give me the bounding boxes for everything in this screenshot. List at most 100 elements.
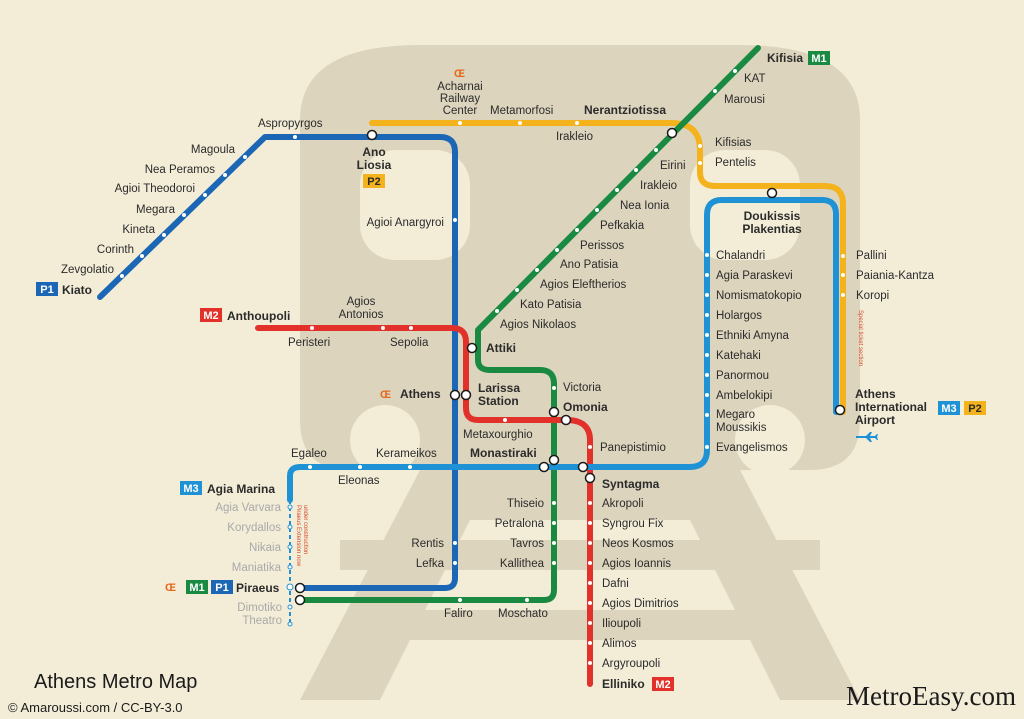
dot-acharnai [458, 121, 462, 125]
station-neos-kosmos: Neos Kosmos [602, 538, 674, 550]
station-irakleio-m1: Irakleio [640, 180, 677, 192]
dot-pentelis [698, 161, 702, 165]
dot-ano-patisia [555, 248, 559, 252]
dot-kerameikos [408, 465, 412, 469]
station-argyroupoli: Argyroupoli [602, 658, 660, 670]
station-thiseio: Thiseio [507, 498, 544, 510]
dot-ambelokipi [705, 393, 709, 397]
station-irakleio-p2: Irakleio [556, 131, 593, 143]
dot-marousi [713, 89, 717, 93]
dot-irakleio-p2 [575, 121, 579, 125]
dot-eleonas [358, 465, 362, 469]
badge-p1-kiato-label: P1 [40, 284, 53, 296]
map-credit: © Amaroussi.com / CC-BY-3.0 [8, 700, 183, 715]
station-omonia: Omonia [563, 400, 608, 414]
station-agios-eleftherios: Agios Eleftherios [540, 279, 627, 291]
station-acharnai-2: Railway [440, 93, 481, 105]
badge-m3-agia-marina-label: M3 [183, 483, 198, 495]
station-pallini: Pallini [856, 250, 887, 262]
badge-m3-airport-label: M3 [941, 403, 956, 415]
badge-m3-airport [938, 401, 960, 415]
station-kallithea: Kallithea [500, 558, 545, 570]
station-paiania-kantza: Paiania-Kantza [856, 270, 935, 282]
station-chalandri: Chalandri [716, 250, 765, 262]
dot-lefka [453, 561, 457, 565]
dot-kato-patisia [515, 288, 519, 292]
station-acharnai-3: Center [443, 105, 478, 117]
interchange-piraeus-m1 [294, 594, 306, 606]
interchange-ano-liosia [366, 129, 378, 141]
station-tavros: Tavros [510, 538, 544, 550]
badge-m2-elliniko-label: M2 [655, 679, 670, 691]
dot-zevgolatio [120, 274, 124, 278]
interchange-omonia [548, 406, 560, 418]
interchange-larissa [460, 389, 472, 401]
rail-icon-acharnai: Œ [454, 68, 465, 80]
station-kato-patisia: Kato Patisia [520, 299, 582, 311]
station-agia-varvara: Agia Varvara [215, 502, 281, 514]
station-acharnai-1: Acharnai [437, 81, 482, 93]
extension-dots [286, 504, 294, 627]
badge-p2-airport-label: P2 [968, 403, 981, 415]
station-sepolia: Sepolia [390, 337, 429, 349]
station-panormou: Panormou [716, 370, 769, 382]
station-monastiraki: Monastiraki [470, 446, 537, 460]
dot-agios-ioannis [588, 561, 592, 565]
station-ano-liosia-2: Liosia [357, 158, 392, 172]
interchange-syntagma [577, 461, 589, 473]
station-lefka: Lefka [416, 558, 445, 570]
dot-kallithea [552, 561, 556, 565]
station-megara: Megara [136, 204, 176, 216]
dot-chalandri [705, 253, 709, 257]
interchange-attiki [466, 342, 478, 354]
background-train-windows [350, 150, 805, 475]
station-metaxourghio: Metaxourghio [463, 429, 533, 441]
station-marousi: Marousi [724, 94, 765, 106]
terminal-elliniko: Elliniko [602, 677, 645, 691]
terminal-anthoupoli: Anthoupoli [227, 309, 290, 323]
station-doukissis-2: Plakentias [742, 222, 802, 236]
station-dimotiko-2: Theatro [242, 615, 282, 627]
dot-kifisias [698, 144, 702, 148]
badge-m2-anthoupoli-label: M2 [203, 310, 218, 322]
station-dafni: Dafni [602, 578, 629, 590]
special-ticket-note: Special ticket section [857, 310, 863, 366]
dot-dafni [588, 581, 592, 585]
station-kifisias: Kifisias [715, 137, 752, 149]
station-maniatika: Maniatika [232, 562, 282, 574]
map-title: Athens Metro Map [34, 671, 197, 693]
badge-m1-kifisia [808, 51, 830, 65]
dot-perissos [575, 228, 579, 232]
interchange-syntagma-m2 [584, 472, 596, 484]
badge-p1-piraeus [211, 580, 233, 594]
station-agioi-anargyroi: Agioi Anargyroi [367, 217, 444, 229]
interchange-omonia-m2 [560, 414, 572, 426]
station-agioi-theodoroi: Agioi Theodoroi [115, 183, 195, 195]
station-agios-nikolaos: Agios Nikolaos [500, 319, 576, 331]
station-syngrou-fix: Syngrou Fix [602, 518, 664, 530]
terminal-airport-1: Athens [855, 387, 896, 401]
terminal-piraeus: Piraeus [236, 581, 280, 595]
station-nerantziotissa: Nerantziotissa [584, 103, 666, 117]
badge-p2-ano-liosia-label: P2 [367, 176, 380, 188]
station-dimotiko-1: Dimotiko [237, 602, 282, 614]
dot-corinth [140, 254, 144, 258]
station-megaro-2: Moussikis [716, 422, 767, 434]
dot-holargos [705, 313, 709, 317]
station-ethniki-amyna: Ethniki Amyna [716, 330, 789, 342]
station-corinth: Corinth [97, 244, 134, 256]
station-pefkakia: Pefkakia [600, 220, 645, 232]
station-holargos: Holargos [716, 310, 762, 322]
dot-magoula [243, 155, 247, 159]
station-alimos: Alimos [602, 638, 637, 650]
station-katehaki: Katehaki [716, 350, 761, 362]
station-ano-patisia: Ano Patisia [560, 259, 619, 271]
dot-ethniki-amyna [705, 333, 709, 337]
station-korydallos: Korydallos [227, 522, 281, 534]
station-eirini: Eirini [660, 160, 686, 172]
dot-akropoli [588, 501, 592, 505]
dot-agioi-theodoroi [203, 193, 207, 197]
terminal-kifisia: Kifisia [767, 51, 803, 65]
dot-panepistimio [588, 445, 592, 449]
rail-icon-piraeus: Œ [165, 582, 176, 594]
